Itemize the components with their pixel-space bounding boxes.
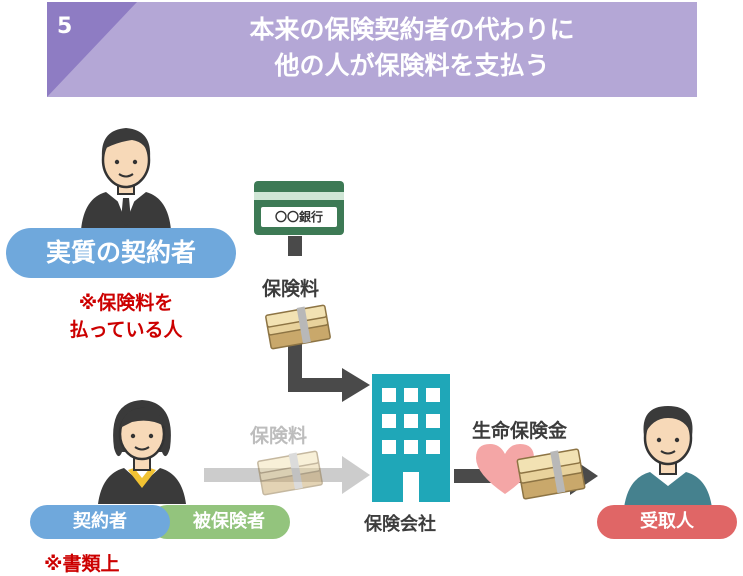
real-contractor-note: ※保険料を 払っている人 bbox=[46, 288, 206, 342]
recipient-person-icon bbox=[624, 406, 712, 508]
header-title-line2: 他の人が保険料を支払う bbox=[274, 51, 550, 80]
payout-label: 生命保険金 bbox=[472, 420, 568, 442]
insured-label: 被保険者 bbox=[150, 505, 290, 539]
money-stack-faded-icon bbox=[257, 450, 323, 496]
premium-label-faded: 保険料 bbox=[250, 425, 308, 447]
nominal-contractor-person-icon bbox=[98, 400, 186, 504]
premium-label-top: 保険料 bbox=[262, 278, 320, 300]
header-banner: 5 本来の保険契約者の代わりに 他の人が保険料を支払う bbox=[47, 2, 697, 97]
insurance-company-label: 保険会社 bbox=[364, 514, 436, 535]
premium-flow-arrow bbox=[288, 236, 370, 402]
contractor-label: 契約者 bbox=[30, 505, 170, 539]
real-contractor-label: 実質の契約者 bbox=[6, 228, 236, 278]
heart-icon bbox=[476, 444, 534, 494]
step-number: 5 bbox=[57, 14, 73, 39]
real-contractor-note-line2: 払っている人 bbox=[69, 319, 183, 341]
header-title: 本来の保険契約者の代わりに 他の人が保険料を支払う bbox=[137, 12, 687, 84]
money-stack-icon bbox=[265, 304, 331, 350]
insurance-company-building-icon bbox=[372, 374, 450, 502]
money-stack-payout-icon bbox=[516, 448, 586, 500]
header-title-line1: 本来の保険契約者の代わりに bbox=[249, 15, 575, 44]
real-contractor-person-icon bbox=[81, 128, 171, 230]
nominal-note: ※書類上 bbox=[44, 553, 120, 575]
real-contractor-note-line1: ※保険料を bbox=[78, 292, 174, 314]
bank-card-label: 〇〇銀行 bbox=[274, 210, 323, 224]
recipient-label: 受取人 bbox=[597, 505, 737, 539]
bank-card-icon bbox=[254, 181, 344, 235]
